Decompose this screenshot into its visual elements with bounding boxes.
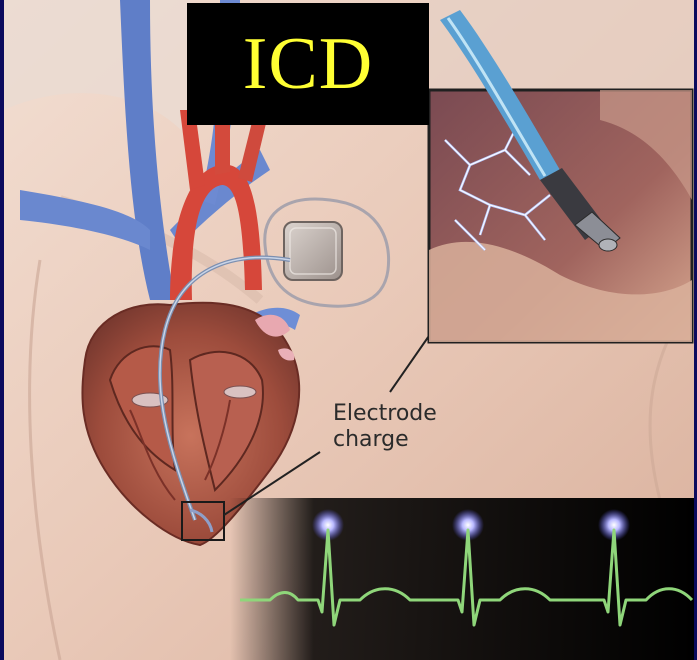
electrode-charge-label: Electrode charge <box>333 401 483 453</box>
title-box: ICD <box>187 3 429 125</box>
page-title: ICD <box>243 27 373 101</box>
callout-line-1: Electrode <box>333 401 483 427</box>
ecg-trace-icon <box>230 498 694 660</box>
icd-device-icon <box>284 222 342 280</box>
callout-line-2: charge <box>333 427 483 453</box>
